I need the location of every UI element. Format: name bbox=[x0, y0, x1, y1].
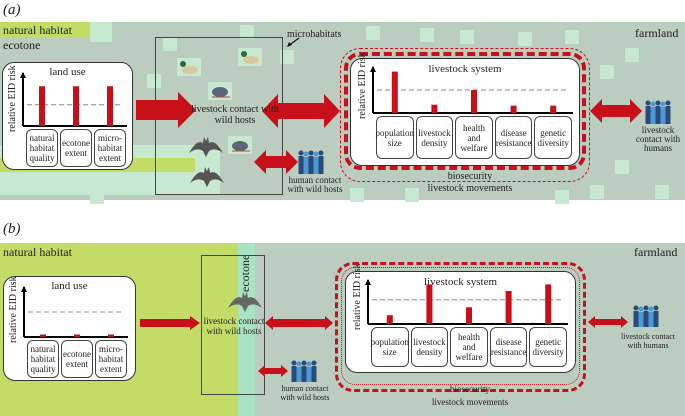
contact-zone bbox=[201, 255, 265, 395]
biosecurity-label: biosecurity bbox=[447, 171, 493, 182]
factor-label: population size bbox=[371, 327, 409, 367]
microhabitat-patch bbox=[90, 22, 112, 42]
risk-bar bbox=[40, 334, 46, 337]
natural-habitat-band bbox=[0, 22, 90, 38]
livestock-human-contact-label: livestock contact with humans bbox=[635, 125, 681, 153]
biosecurity-boundary bbox=[344, 52, 586, 170]
factor-label: ecotone extent bbox=[61, 340, 93, 378]
ecotone-zone bbox=[238, 243, 255, 416]
risk-bar bbox=[550, 105, 557, 113]
ecotone-label: ecotone bbox=[3, 38, 41, 52]
risk-bar bbox=[426, 284, 433, 324]
double-arrow-icon bbox=[265, 316, 333, 330]
risk-bar bbox=[107, 86, 113, 126]
chart-title: land use bbox=[51, 280, 88, 292]
people-icon bbox=[291, 360, 317, 382]
rat-icon bbox=[228, 136, 252, 154]
factor-label: disease resistance bbox=[489, 327, 528, 367]
chart-title: livestock system bbox=[428, 63, 502, 75]
factor-label: livestock density bbox=[415, 116, 454, 159]
livestock-human-contact-label: livestock contact with humans bbox=[621, 332, 675, 350]
biosecurity-boundary bbox=[341, 267, 580, 385]
risk-bar bbox=[39, 86, 45, 126]
right-arrow-icon bbox=[140, 316, 200, 330]
chart-title: livestock system bbox=[423, 276, 498, 288]
farmland-label: farmland bbox=[635, 26, 679, 40]
risk-bar bbox=[386, 315, 393, 324]
livestock-movements-label: livestock movements bbox=[431, 397, 509, 407]
livestock-movements-boundary bbox=[340, 48, 590, 182]
microhabitats-label: microhabitats bbox=[287, 29, 342, 40]
chart-title: land use bbox=[49, 66, 86, 78]
double-arrow-icon bbox=[590, 99, 642, 123]
risk-bar bbox=[391, 71, 398, 113]
factor-label: health and welfare bbox=[455, 116, 493, 159]
factor-label: natural habitat quality bbox=[27, 340, 59, 378]
factor-label: disease resistance bbox=[494, 116, 533, 159]
livestock-movements-label: livestock movements bbox=[427, 183, 513, 194]
risk-bar bbox=[431, 104, 438, 113]
double-arrow-icon bbox=[258, 365, 288, 377]
human-wild-contact-label: human contact with wild hosts bbox=[287, 175, 343, 194]
bat-icon bbox=[228, 292, 262, 312]
rat-icon bbox=[208, 82, 232, 100]
pointer-arrow-icon bbox=[287, 37, 300, 47]
risk-chart bbox=[370, 66, 573, 114]
duck-icon bbox=[238, 48, 262, 66]
people-icon bbox=[633, 305, 659, 327]
double-arrow-icon bbox=[262, 94, 340, 128]
factor-label: genetic diversity bbox=[534, 116, 572, 159]
y-axis-arrow-icon bbox=[365, 279, 371, 285]
human-wild-contact-label: human contact with wild hosts bbox=[280, 384, 330, 402]
bat-icon bbox=[189, 137, 223, 157]
bat-icon bbox=[190, 167, 224, 187]
risk-bar bbox=[74, 334, 80, 337]
factor-label: livestock density bbox=[410, 327, 449, 367]
risk-chart bbox=[21, 286, 128, 338]
risk-bar bbox=[108, 334, 114, 337]
factor-label: genetic diversity bbox=[529, 327, 567, 367]
livestock-movements-boundary bbox=[335, 262, 586, 392]
double-arrow-icon bbox=[254, 150, 298, 174]
natural-habitat-label: natural habitat bbox=[3, 23, 72, 37]
double-arrow-icon bbox=[588, 316, 628, 328]
risk-bar bbox=[73, 86, 79, 126]
factor-label: ecotone extent bbox=[60, 129, 92, 167]
factor-label: natural habitat quality bbox=[26, 129, 58, 167]
risk-bar bbox=[466, 307, 472, 324]
people-icon bbox=[298, 150, 324, 174]
y-axis-arrow-icon bbox=[20, 72, 26, 78]
factor-label: micro-habitat extent bbox=[94, 129, 126, 167]
duck-icon bbox=[177, 58, 201, 76]
biosecurity-label: biosecurity bbox=[450, 384, 490, 394]
people-icon bbox=[645, 100, 671, 124]
right-arrow-icon bbox=[136, 92, 196, 128]
risk-chart bbox=[20, 72, 127, 127]
panel-a-label: (a) bbox=[3, 2, 21, 18]
risk-bar bbox=[545, 284, 552, 324]
y-axis-arrow-icon bbox=[21, 286, 27, 292]
farmland-label: farmland bbox=[634, 245, 678, 259]
factor-label: population size bbox=[376, 116, 414, 159]
panel-b-label: (b) bbox=[3, 221, 21, 237]
risk-bar bbox=[510, 105, 517, 113]
risk-bar bbox=[471, 90, 477, 113]
factor-label: micro-habitat extent bbox=[95, 340, 127, 378]
livestock-wild-contact-label: livestock contact with wild hosts bbox=[191, 104, 279, 126]
y-axis-arrow-icon bbox=[370, 66, 376, 72]
factor-label: health and welfare bbox=[450, 327, 488, 367]
risk-bar bbox=[505, 291, 512, 324]
livestock-wild-contact-label: livestock contact with wild hosts bbox=[203, 316, 265, 336]
risk-chart bbox=[365, 279, 568, 325]
natural-habitat-label: natural habitat bbox=[3, 245, 72, 259]
